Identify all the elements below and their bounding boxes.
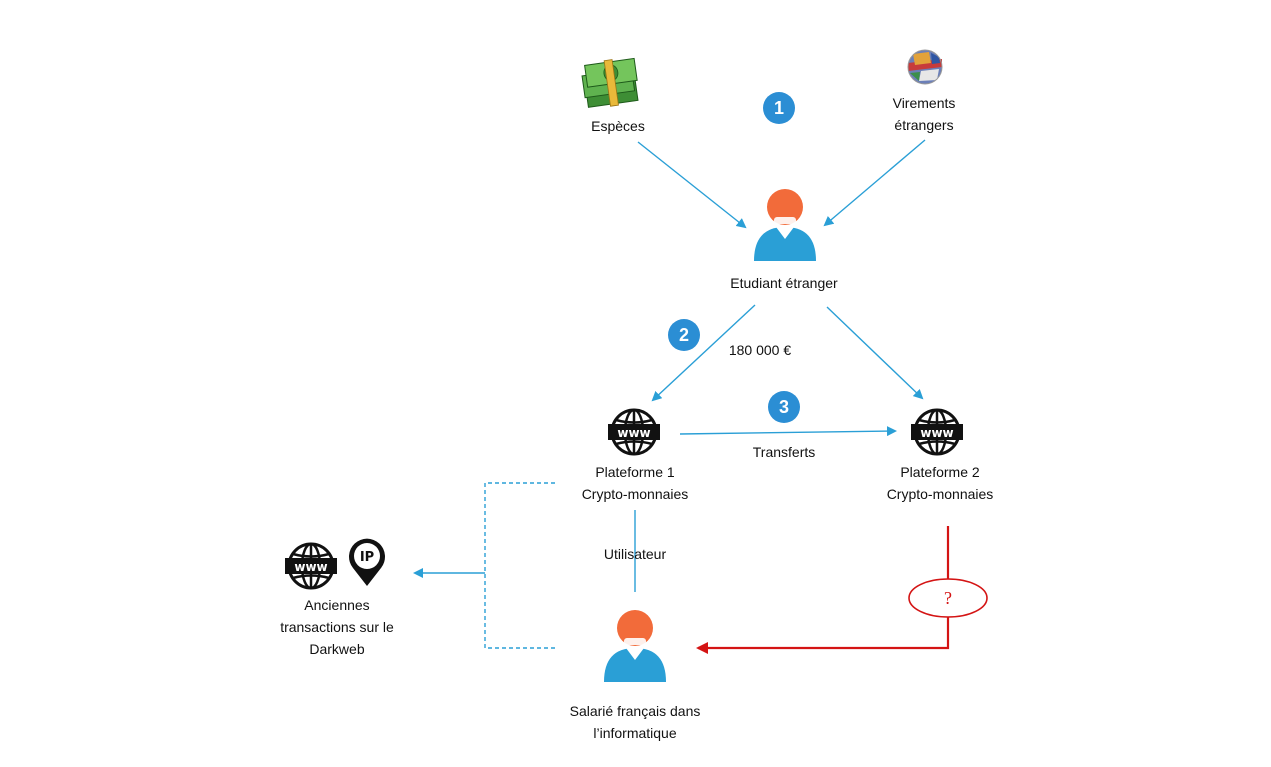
world-flags-icon xyxy=(907,49,943,85)
darkweb-line2: transactions sur le xyxy=(280,619,394,635)
employee-line2: l’informatique xyxy=(593,725,677,741)
question-label: ? xyxy=(944,588,952,608)
arrow-transfers-to-student xyxy=(823,139,926,227)
darkweb-label: Anciennes transactions sur le Darkweb xyxy=(247,594,427,660)
foreign-transfers-line2: étrangers xyxy=(894,117,954,133)
platform2-www-icon xyxy=(909,408,965,456)
platform2-line1: Plateforme 2 xyxy=(900,464,980,480)
employee-line1: Salarié français dans xyxy=(569,703,701,719)
arrow-cash-to-student xyxy=(637,141,747,229)
ip-location-pin-icon: IP xyxy=(349,538,385,586)
darkweb-www-icon xyxy=(283,542,339,590)
banknotes-icon xyxy=(581,57,639,108)
step-badge-3: 3 xyxy=(768,391,800,423)
darkweb-line3: Darkweb xyxy=(309,641,365,657)
platform1-www-icon xyxy=(606,408,662,456)
platform1-label: Plateforme 1 Crypto-monnaies xyxy=(555,461,715,505)
step-badge-2: 2 xyxy=(668,319,700,351)
question-ellipse xyxy=(908,578,988,618)
platform1-line1: Plateforme 1 xyxy=(595,464,675,480)
amount-label: 180 000 € xyxy=(728,342,792,358)
student-label: Etudiant étranger xyxy=(730,275,838,291)
employee-label: Salarié français dans l’informatique xyxy=(540,700,730,744)
arrow-student-to-platform2 xyxy=(826,306,924,400)
svg-text:IP: IP xyxy=(360,550,374,565)
platform2-label: Plateforme 2 Crypto-monnaies xyxy=(860,461,1020,505)
student-user-icon xyxy=(754,189,816,261)
arrow-platform1-to-platform2 xyxy=(679,426,897,437)
step-badge-1: 1 xyxy=(763,92,795,124)
cash-label: Espèces xyxy=(591,118,645,134)
platform2-line2: Crypto-monnaies xyxy=(886,486,994,502)
platform1-line2: Crypto-monnaies xyxy=(581,486,689,502)
red-arrow-platform2-to-employee xyxy=(696,526,950,654)
dashed-bracket xyxy=(484,482,555,649)
foreign-transfers-line1: Virements xyxy=(892,95,956,111)
transfers-label: Transferts xyxy=(752,444,816,460)
employee-user-icon xyxy=(604,610,666,682)
arrow-student-to-platform1 xyxy=(651,304,756,402)
darkweb-line1: Anciennes xyxy=(304,597,370,613)
foreign-transfers-label: Virements étrangers xyxy=(864,92,984,136)
user-label: Utilisateur xyxy=(603,546,667,562)
